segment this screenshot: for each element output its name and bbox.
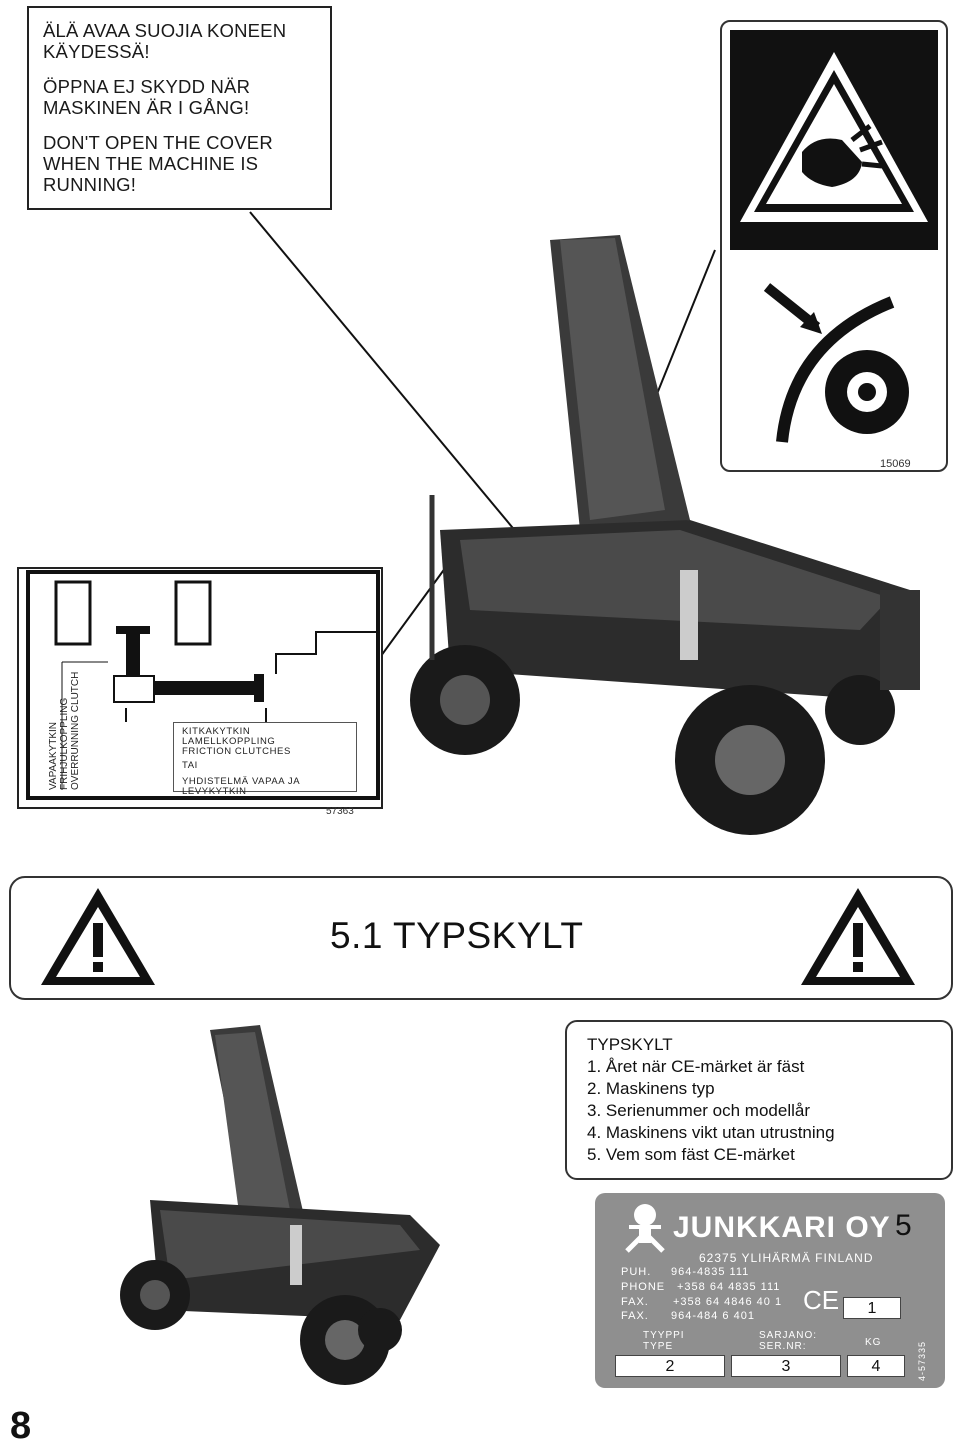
list-heading: TYPSKYLT xyxy=(587,1035,673,1054)
warning-triangle-icon xyxy=(41,888,155,985)
plate-phone: +358 64 4835 111 xyxy=(677,1281,781,1293)
typskylt-list: TYPSKYLT 1. Året när CE-märket är fäst 2… xyxy=(565,1020,953,1180)
plate-field-2: 2 xyxy=(615,1355,725,1377)
warning-triangle-icon xyxy=(801,888,915,985)
plate-type-label-en: TYPE xyxy=(643,1341,674,1352)
clutch-text-3: FRICTION CLUTCHES xyxy=(182,746,291,757)
plate-brand: JUNKKARI OY xyxy=(673,1211,891,1244)
plate-phone-label: PHONE xyxy=(621,1281,666,1293)
clutch-text-1: KITKAKYTKIN xyxy=(182,726,251,737)
plate-kg-label: KG xyxy=(865,1337,882,1348)
side-label-3: OVERRUNNING CLUTCH xyxy=(70,671,81,790)
section-banner xyxy=(9,876,953,1000)
snow-blower-machine-image xyxy=(410,235,920,835)
plate-field-4: 4 xyxy=(847,1355,905,1377)
ce-mark: CE xyxy=(803,1285,840,1315)
plate-fax2-label: FAX. xyxy=(621,1310,649,1322)
clutch-text-2: LAMELLKOPPLING xyxy=(182,736,276,747)
type-plate-content: JUNKKARI OY 5 62375 YLIHÄRMÄ FINLAND PUH… xyxy=(595,1193,945,1388)
list-item: 5. Vem som fäst CE-märket xyxy=(587,1145,795,1164)
plate-fax1-label: FAX. xyxy=(621,1296,649,1308)
clutch-decal xyxy=(17,567,383,809)
warning-text-box: ÄLÄ AVAA SUOJIA KONEEN KÄYDESSÄ! ÖPPNA E… xyxy=(27,6,332,210)
list-item: 4. Maskinens vikt utan utrustning xyxy=(587,1123,835,1142)
plate-puh-label: PUH. xyxy=(621,1266,652,1278)
clutch-text-4: TAI xyxy=(182,760,198,771)
clutch-text-6: LEVYKYTKIN xyxy=(182,786,247,797)
warning-english: DON'T OPEN THE COVER WHEN THE MACHINE IS… xyxy=(43,132,273,195)
list-item: 3. Serienummer och modellår xyxy=(587,1101,810,1120)
clutch-side-label: VAPAAKYTKIN FRIHJULKOPPLING OVERRUNNING … xyxy=(48,650,81,790)
plate-fax1: +358 64 4846 40 1 xyxy=(673,1296,783,1308)
clutch-decal-code: 57363 xyxy=(326,806,354,817)
plate-field-3: 3 xyxy=(731,1355,841,1377)
plate-brand-mark: 5 xyxy=(895,1209,913,1242)
plate-type-label-fi: TYYPPI xyxy=(643,1330,685,1341)
warning-finnish: ÄLÄ AVAA SUOJIA KONEEN KÄYDESSÄ! xyxy=(43,20,287,62)
page-number: 8 xyxy=(10,1405,32,1447)
snow-blower-machine-rear-image xyxy=(120,1025,440,1385)
plate-fax2: 964-484 6 401 xyxy=(671,1310,755,1322)
section-title: 5.1 TYPSKYLT xyxy=(330,915,584,956)
junkkari-mascot-icon xyxy=(625,1204,665,1253)
clutch-text-box: KITKAKYTKIN LAMELLKOPPLING FRICTION CLUT… xyxy=(173,722,357,797)
side-label-2: FRIHJULKOPPLING xyxy=(59,697,70,790)
plate-address: 62375 YLIHÄRMÄ FINLAND xyxy=(699,1251,874,1265)
plate-side-code: 4-57335 xyxy=(917,1340,927,1381)
warning-swedish: ÖPPNA EJ SKYDD NÄR MASKINEN ÄR I GÅNG! xyxy=(43,76,251,118)
clutch-text-5: YHDISTELMÄ VAPAA JA xyxy=(182,776,301,787)
safety-pictogram xyxy=(720,20,948,472)
spline-icon xyxy=(54,580,212,646)
list-item: 2. Maskinens typ xyxy=(587,1079,715,1098)
pictogram-code: 15069 xyxy=(880,458,911,470)
hand-cut-warning-icon xyxy=(730,30,938,462)
plate-puh: 964-4835 111 xyxy=(671,1266,750,1278)
side-label-1: VAPAAKYTKIN xyxy=(48,722,59,790)
plate-ser-label-fi: SARJANO: xyxy=(759,1330,818,1341)
list-item: 1. Året när CE-märket är fäst xyxy=(587,1057,805,1076)
plate-field-1: 1 xyxy=(843,1297,901,1319)
plate-ser-label-sv: SER.NR: xyxy=(759,1341,807,1352)
